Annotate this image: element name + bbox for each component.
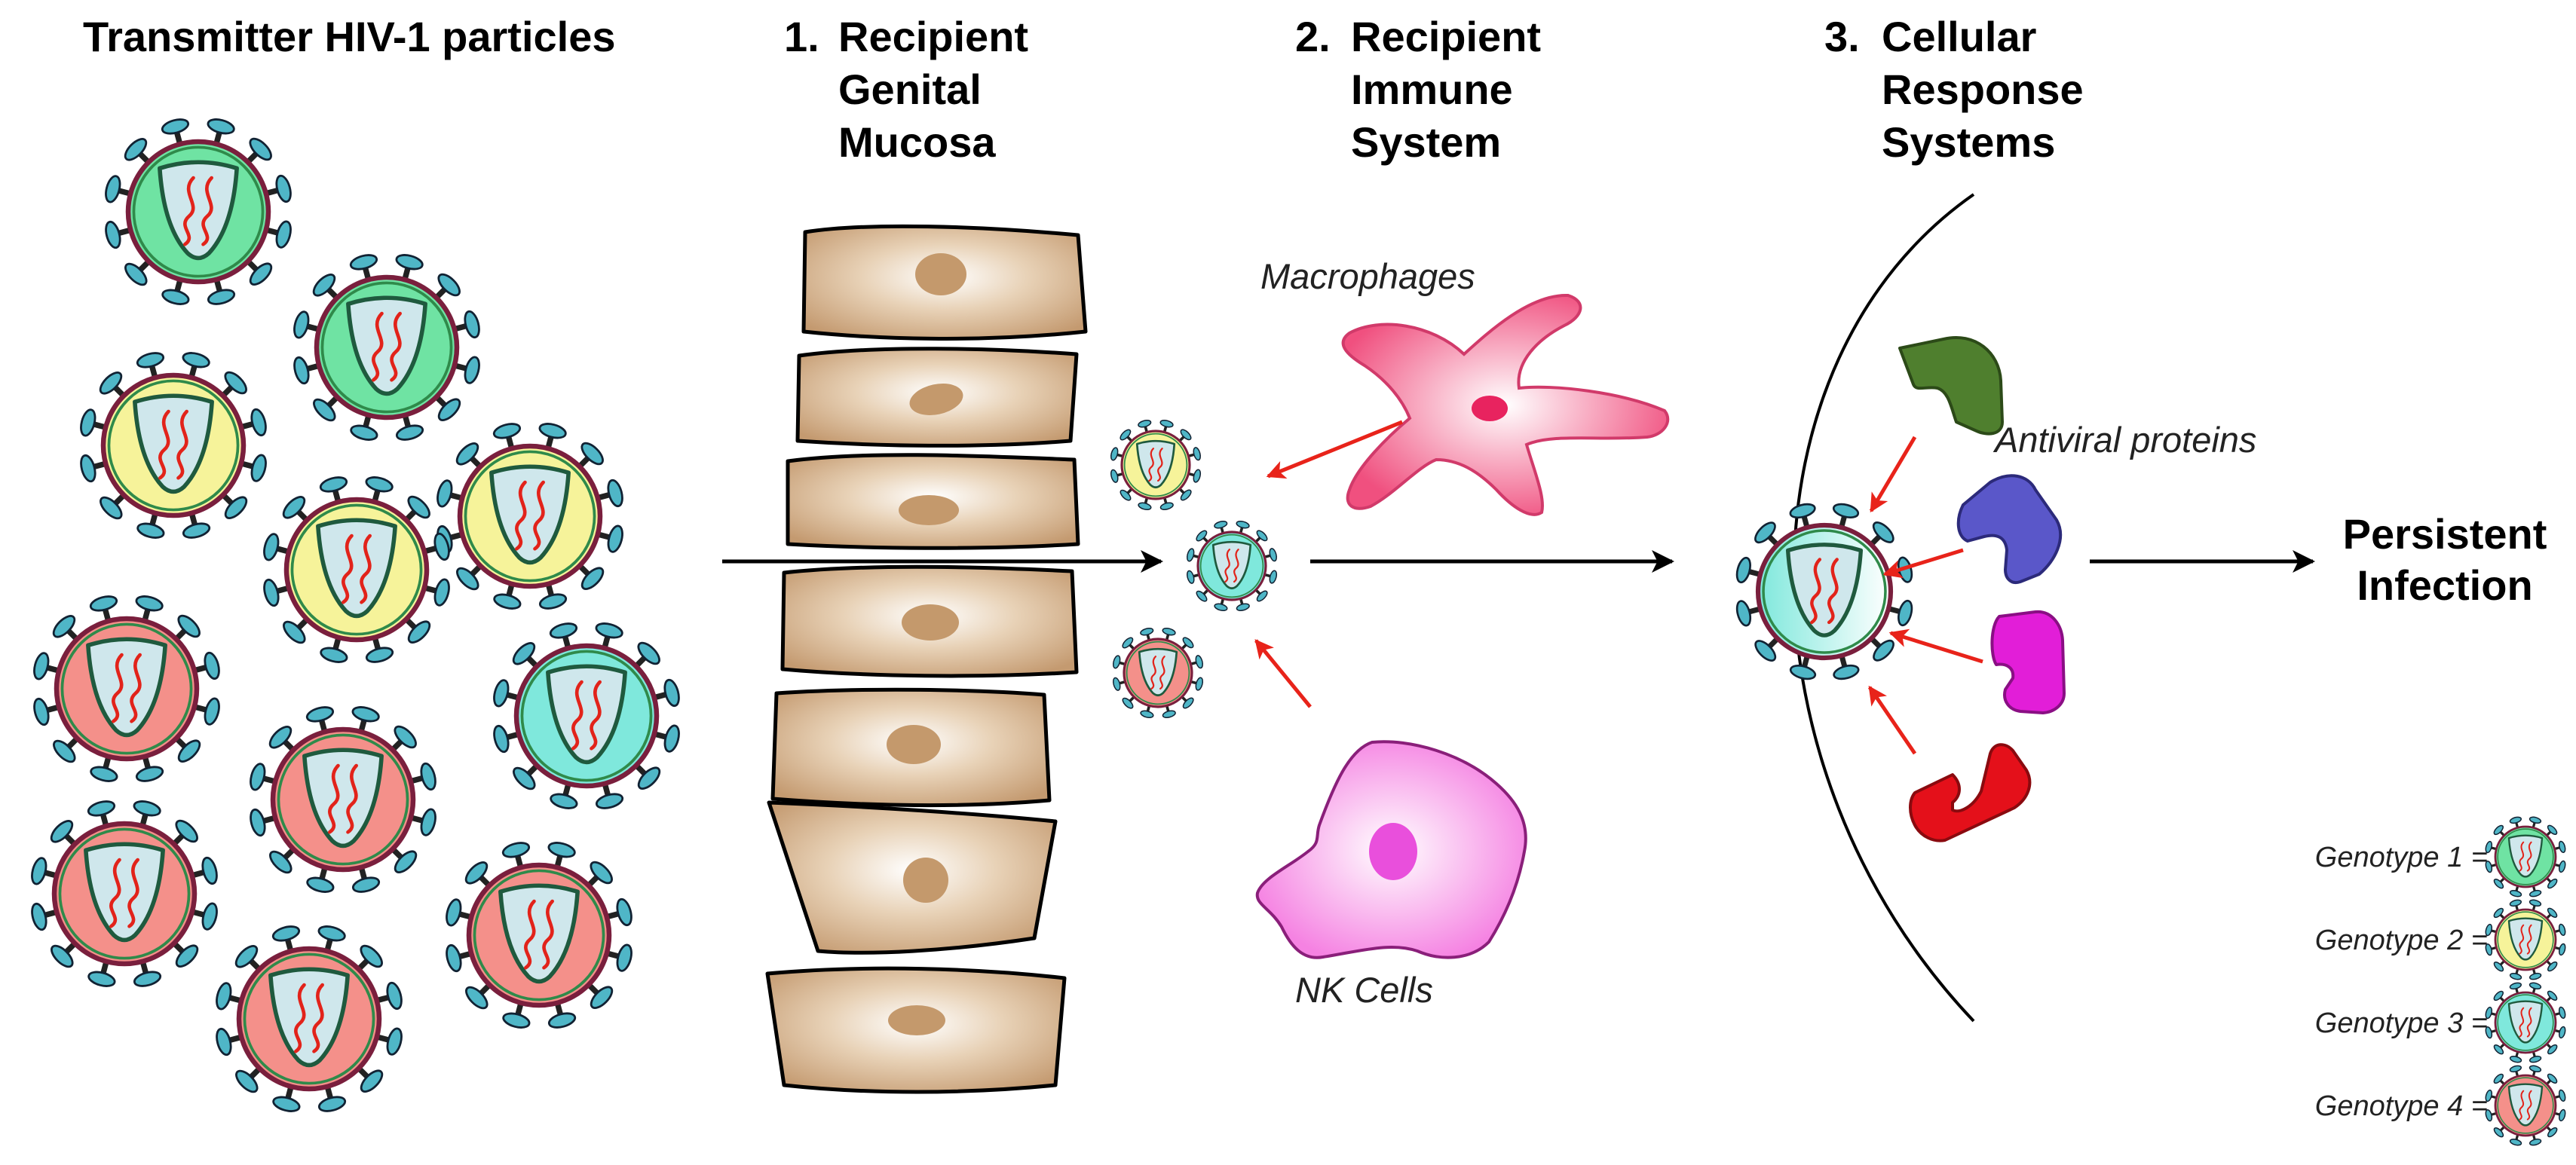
antiviral-protein-magenta [1990, 610, 2066, 714]
epithelial-cell [795, 347, 1079, 448]
step3-number: 3. [1824, 13, 1860, 60]
epithelial-cell [801, 224, 1088, 341]
small-virion-genotype-3 [1186, 520, 1278, 612]
nucleus [888, 1005, 945, 1035]
step2-line-2: Immune [1351, 66, 1513, 113]
virion-genotype-4 [446, 842, 633, 1029]
nk-nucleus [1369, 823, 1417, 880]
legend-virion-genotype-3 [2485, 982, 2566, 1063]
small-virion-genotype-4 [1112, 627, 1204, 719]
protein-arrow-2 [1882, 548, 1964, 579]
step1-number: 1. [784, 13, 819, 60]
virion-genotype-4 [31, 800, 218, 987]
nucleus [909, 384, 963, 415]
nucleus [899, 495, 959, 525]
header-step3: 3. Cellular Response Systems [1824, 13, 2084, 166]
nk-cells-label: NK Cells [1295, 970, 1433, 1010]
step2-number: 2. [1295, 13, 1331, 60]
header-transmitter: Transmitter HIV-1 particles [83, 13, 616, 60]
macrophages-label: Macrophages [1260, 256, 1475, 296]
virion-genotype-3 [493, 622, 680, 809]
macrophage-attack-arrow [1266, 420, 1403, 479]
step2-line-1: Recipient [1351, 13, 1541, 60]
epithelial-cell [765, 966, 1067, 1094]
epithelial-cell [770, 687, 1052, 808]
virion-genotype-1 [105, 118, 292, 305]
legend-virion-genotype-4 [2485, 1065, 2566, 1146]
epithelial-cell [780, 564, 1079, 678]
legend-label-genotype-2: Genotype 2 = [2315, 925, 2488, 956]
protein-arrow-4 [1867, 685, 1917, 755]
genotype-legend: Genotype 1 = Genotype 2 = Genotype 3 = G… [2315, 816, 2566, 1146]
macrophage-cell [1341, 293, 1670, 516]
legend-label-genotype-3: Genotype 3 = [2315, 1008, 2488, 1039]
transmitter-virion-cluster [31, 118, 680, 1112]
nucleus [903, 858, 948, 903]
virion-genotype-1 [293, 254, 480, 441]
antiviral-protein-red [1909, 743, 2032, 842]
step1-line-3: Mucosa [838, 118, 996, 166]
protein-arrow-1 [1869, 436, 1917, 513]
legend-virion-genotype-1 [2485, 816, 2566, 897]
persistent-label-line-1: Persistent [2343, 510, 2547, 558]
virion-genotype-4 [250, 706, 436, 893]
step1-line-1: Recipient [838, 13, 1028, 60]
nk-attack-arrow [1254, 639, 1312, 708]
legend-virion-genotype-2 [2485, 899, 2566, 980]
step1-line-2: Genital [838, 66, 982, 113]
header-step2: 2. Recipient Immune System [1295, 13, 1541, 166]
step3-line-2: Response [1882, 66, 2084, 113]
nk-cell [1255, 740, 1527, 959]
epithelial-cell [767, 800, 1058, 955]
step3-line-3: Systems [1882, 118, 2055, 166]
virion-genotype-2 [80, 352, 267, 539]
virion-genotype-4 [33, 595, 220, 782]
macrophage-nucleus [1472, 396, 1508, 421]
genital-mucosa [765, 224, 1088, 1094]
persistent-label-line-2: Infection [2357, 561, 2532, 609]
transmitter-title: Transmitter HIV-1 particles [83, 13, 616, 60]
step2-line-3: System [1351, 118, 1501, 166]
antiviral-proteins-label: Antiviral proteins [1992, 420, 2256, 460]
legend-label-genotype-4: Genotype 4 = [2315, 1090, 2488, 1122]
virion-genotype-4 [216, 925, 403, 1112]
legend-virions [2485, 816, 2566, 1146]
nucleus [902, 604, 959, 641]
budding-virion-genotype-3 [1735, 503, 1913, 680]
nucleus [887, 725, 941, 764]
epithelial-cell [786, 453, 1080, 550]
virion-genotype-2 [436, 423, 623, 610]
post-mucosa-virions [1110, 419, 1278, 719]
legend-label-genotype-1: Genotype 1 = [2315, 842, 2488, 873]
step3-line-1: Cellular [1882, 13, 2036, 60]
antiviral-protein-green [1898, 336, 2004, 436]
nucleus [915, 253, 966, 295]
budding-virion [1735, 503, 1913, 680]
protein-arrow-3 [1888, 628, 1983, 664]
virion-genotype-2 [263, 476, 450, 663]
small-virion-genotype-2 [1110, 419, 1202, 511]
antiviral-protein-blue [1956, 474, 2062, 584]
header-step1: 1. Recipient Genital Mucosa [784, 13, 1028, 166]
